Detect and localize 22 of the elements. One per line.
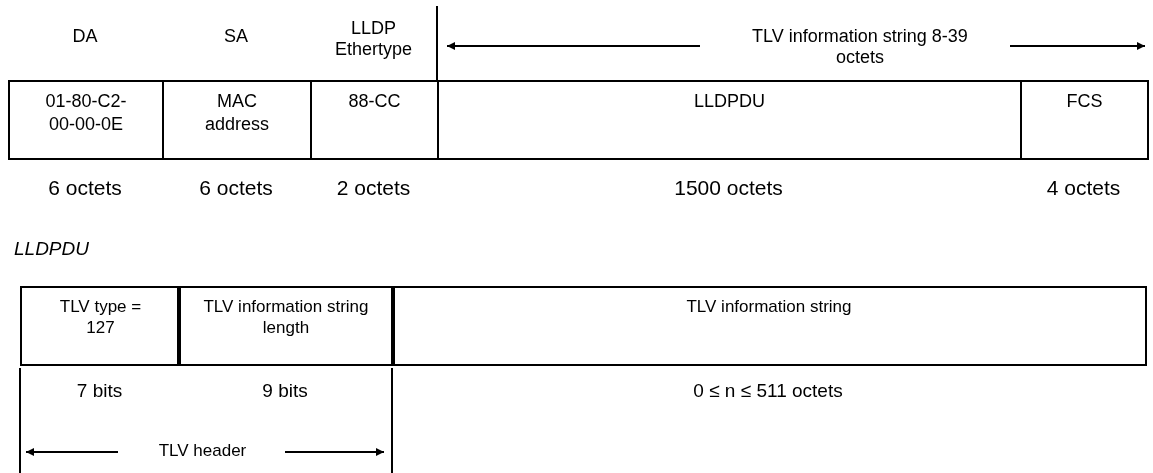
dimension-label: TLV header bbox=[157, 441, 248, 461]
field-size: 2 octets bbox=[335, 176, 412, 200]
field-size: 4 octets bbox=[1045, 176, 1122, 200]
field-value: FCS bbox=[1066, 90, 1103, 113]
field-size: 0 ≤ n ≤ 511 octets bbox=[692, 380, 844, 402]
field-size: 9 bits bbox=[261, 380, 309, 402]
field-value: MAC address bbox=[203, 90, 270, 135]
field-value: 01-80-C2-00-00-0E bbox=[44, 90, 128, 135]
field-name: LLDP Ethertype bbox=[333, 18, 413, 60]
field-value: TLV information string bbox=[686, 296, 852, 318]
dimension-label: TLV information string 8-39 octets bbox=[751, 26, 969, 68]
field-value: 88-CC bbox=[348, 90, 401, 113]
field-value: TLV information string length bbox=[202, 296, 370, 339]
section-title: LLDPDU bbox=[14, 238, 90, 260]
field-size: 7 bits bbox=[75, 380, 124, 402]
field-size: 1500 octets bbox=[673, 176, 784, 200]
field-value: LLDPDU bbox=[694, 90, 765, 113]
field-value: TLV type = 127 bbox=[58, 296, 143, 339]
field-name: DA bbox=[71, 26, 99, 47]
field-name: SA bbox=[223, 26, 249, 47]
field-size: 6 octets bbox=[47, 176, 123, 200]
field-size: 6 octets bbox=[198, 176, 274, 200]
